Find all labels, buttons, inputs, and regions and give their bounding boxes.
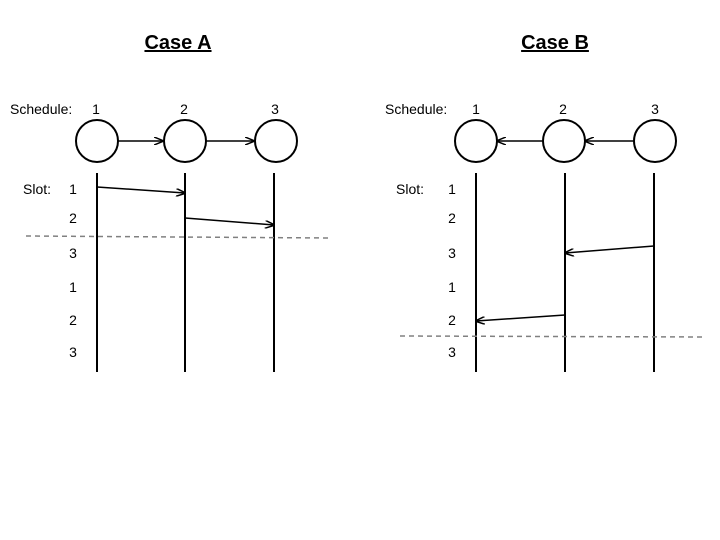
case-b-node-3	[633, 119, 677, 163]
case-b-schedule-number-1: 1	[472, 101, 480, 117]
case-a-schedule-number-2: 2	[180, 101, 188, 117]
case-a-round-boundary	[25, 235, 331, 239]
case-a-node-3	[254, 119, 298, 163]
case-a-diagram	[25, 119, 331, 372]
case-a-schedule-label: Schedule:	[10, 101, 73, 117]
case-a-title: Case A	[144, 32, 212, 54]
case-b-schedule-number-3: 3	[651, 101, 659, 117]
case-b-message-2-to-1	[476, 314, 566, 321]
case-b-slot-number: 3	[448, 344, 456, 360]
case-a-slot-number: 1	[69, 181, 77, 197]
case-b-schedule-number-2: 2	[559, 101, 567, 117]
case-b-slot-number: 3	[448, 245, 456, 261]
case-b-slot-number: 2	[448, 210, 456, 226]
case-a-slot-number: 3	[69, 344, 77, 360]
case-a-slot-number: 2	[69, 312, 77, 328]
case-b-slot-number: 1	[448, 181, 456, 197]
case-a-slot-number: 1	[69, 279, 77, 295]
case-b-message-3-to-2	[565, 245, 655, 253]
case-a-schedule-number-3: 3	[271, 101, 279, 117]
case-a-node-1	[75, 119, 119, 163]
case-b-node-2	[542, 119, 586, 163]
case-a-slot-number: 3	[69, 245, 77, 261]
case-b-slot-number: 1	[448, 279, 456, 295]
case-a-message-2-to-3	[184, 217, 274, 225]
case-b-slot-number: 2	[448, 312, 456, 328]
case-b-title: Case B	[521, 32, 589, 54]
case-a-slot-number: 2	[69, 210, 77, 226]
case-a-schedule-number-1: 1	[92, 101, 100, 117]
case-b-round-boundary	[399, 335, 705, 338]
case-b-slot-label: Slot:	[396, 181, 425, 197]
case-a-message-1-to-2	[96, 186, 185, 193]
case-a-slot-label: Slot:	[23, 181, 52, 197]
case-b-schedule-label: Schedule:	[385, 101, 448, 117]
case-b-node-1	[454, 119, 498, 163]
case-b-diagram	[399, 119, 705, 372]
case-a-node-2	[163, 119, 207, 163]
